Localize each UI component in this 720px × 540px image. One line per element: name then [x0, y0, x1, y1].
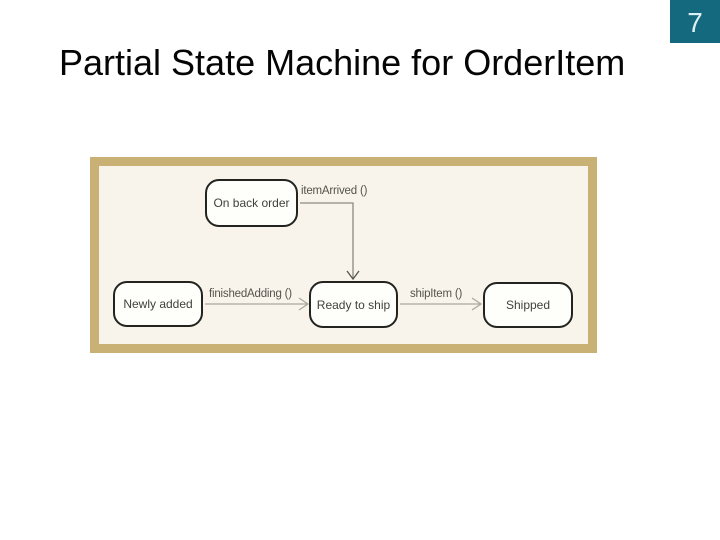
state-machine-diagram: On back order Newly added Ready to ship …	[99, 166, 588, 344]
state-on-back-order: On back order	[205, 179, 298, 227]
arrowhead-down-icon	[346, 270, 360, 281]
transition-label-itemarrived: itemArrived ()	[301, 185, 368, 197]
state-label: On back order	[213, 196, 290, 210]
diagram-frame: On back order Newly added Ready to ship …	[90, 157, 597, 353]
state-label: Newly added	[123, 297, 193, 311]
state-ready-to-ship: Ready to ship	[309, 281, 398, 328]
state-newly-added: Newly added	[113, 281, 203, 327]
transition-line-itemarrived	[300, 202, 354, 278]
transition-arrows	[205, 202, 483, 311]
state-shipped: Shipped	[483, 282, 573, 328]
transition-label-shipitem: shipItem ()	[410, 288, 463, 300]
arrowhead-right-icon	[298, 297, 310, 311]
page-number: 7	[687, 6, 703, 38]
slide-title: Partial State Machine for OrderItem	[59, 42, 626, 83]
arrowhead-right-icon	[471, 297, 483, 311]
state-label: Shipped	[505, 298, 551, 312]
state-label: Ready to ship	[316, 297, 391, 312]
page-number-badge: 7	[670, 0, 720, 43]
transition-label-finishedadding: finishedAdding ()	[209, 288, 292, 300]
